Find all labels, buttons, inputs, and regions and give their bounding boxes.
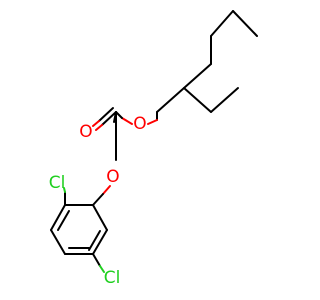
bond: [183, 63, 212, 89]
molecule-diagram: O O O Cl Cl: [49, 10, 258, 288]
bond: [210, 10, 234, 37]
bond: [147, 119, 158, 125]
bond: [92, 204, 108, 231]
bond: [99, 265, 105, 273]
atom-label-o: O: [79, 122, 92, 142]
bond: [92, 229, 108, 255]
atom-label-cl: Cl: [49, 173, 66, 193]
atom-label-o: O: [133, 114, 146, 134]
bond: [232, 10, 258, 37]
bond: [121, 117, 133, 125]
bond: [63, 187, 66, 193]
bond: [101, 111, 117, 126]
bond: [156, 87, 185, 113]
bond: [50, 204, 66, 231]
bond: [88, 230, 101, 251]
bond: [98, 107, 114, 122]
atom-label-o: O: [106, 167, 119, 187]
bond: [92, 120, 100, 127]
bond: [92, 193, 104, 206]
bond: [92, 253, 101, 267]
bond: [183, 87, 212, 113]
bond: [57, 210, 70, 231]
bond: [102, 185, 111, 195]
bond: [95, 124, 103, 131]
atom-label-cl: Cl: [104, 268, 121, 288]
bond: [50, 229, 66, 255]
structure-canvas: O O O Cl Cl: [48, 10, 258, 288]
bond: [210, 87, 239, 113]
